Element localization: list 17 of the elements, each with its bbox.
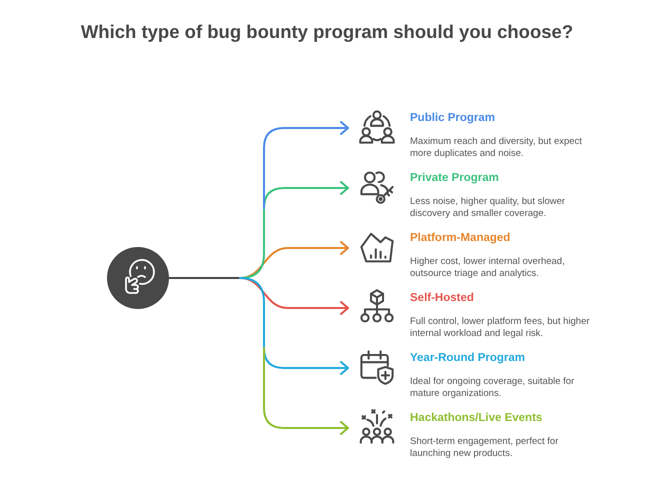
option-title: Self-Hosted [410,291,474,305]
option-description: Ideal for ongoing coverage, suitable for mature organizations. [410,376,576,400]
option-title: Public Program [410,111,495,125]
branch-arrow [263,121,349,209]
option-title: Year-Round Program [410,351,526,365]
trunk-line [239,277,265,349]
option-title: Hackathons/Live Events [410,411,542,425]
option-description: Full control, lower platform fees, but higher internal workload and legal risk. [410,316,591,340]
option-title: Private Program [410,171,499,185]
trunk-line [168,277,241,279]
option-description: Short-term engagement, perfect for launching new products. [410,436,560,460]
option-title: Platform-Managed [410,231,510,245]
branch-arrow [263,347,349,435]
option-description: Maximum reach and diversity, but expect more duplicates and noise. [410,136,583,160]
option-description: Higher cost, lower internal overhead, outsource triage and analytics. [410,256,566,280]
option-description: Less noise, higher quality, but slower discovery and smaller coverage. [410,196,566,220]
title: Which type of bug bounty program should you choose? [80,20,574,44]
